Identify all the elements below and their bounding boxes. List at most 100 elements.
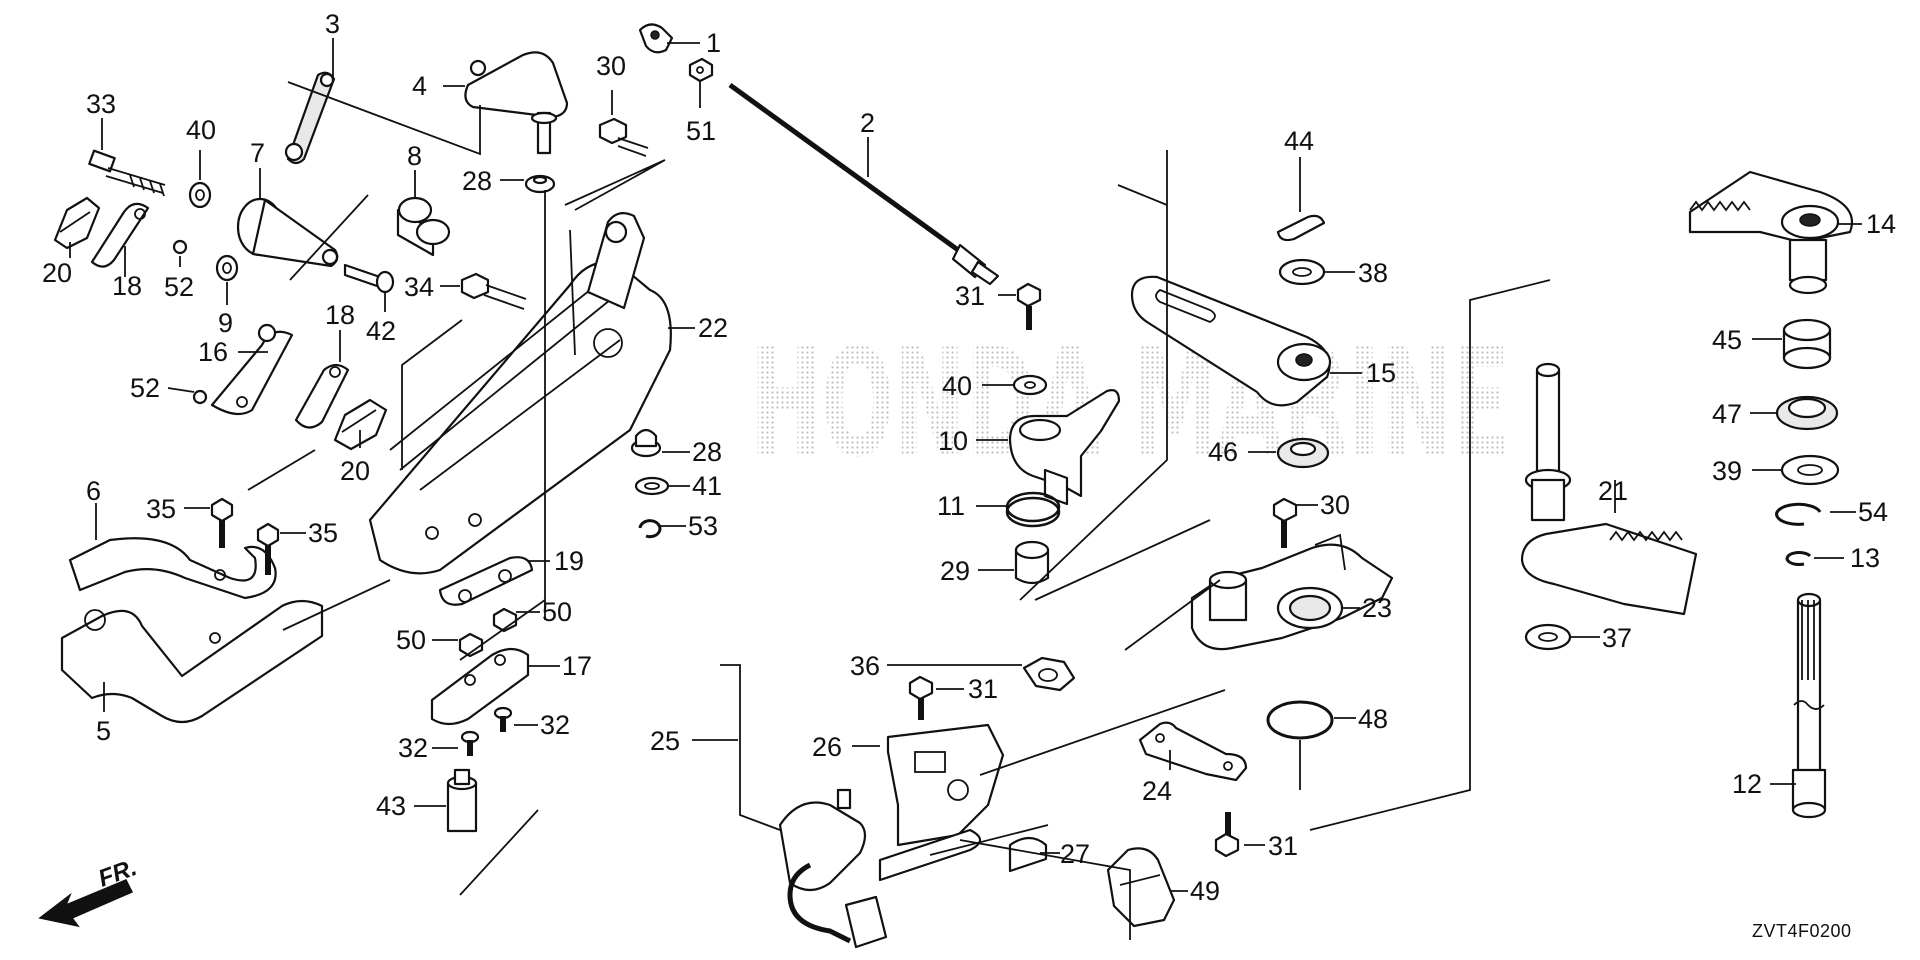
callout-31b: 31 (968, 674, 998, 704)
part-45-bushing (1782, 318, 1832, 370)
callout-24: 24 (1142, 776, 1172, 806)
callout-32: 32 (540, 710, 570, 740)
callout-16: 16 (198, 337, 228, 367)
callout-48: 48 (1358, 704, 1388, 734)
callout-39: 39 (1712, 456, 1742, 486)
part-42-pin (343, 263, 395, 294)
callout-12: 12 (1732, 769, 1762, 799)
callout-4: 4 (412, 71, 427, 101)
part-44-clip (1276, 214, 1326, 242)
callout-32b: 32 (398, 733, 428, 763)
callout-20: 20 (42, 258, 72, 288)
callout-53: 53 (688, 511, 718, 541)
callout-15: 15 (1366, 358, 1396, 388)
part-4-bracket (464, 51, 569, 155)
callout-50: 50 (542, 597, 572, 627)
part-33-bolt (88, 149, 166, 197)
callout-7: 7 (250, 138, 265, 168)
part-31-bolt-3 (908, 675, 934, 720)
part-11-spring (1005, 491, 1061, 528)
part-24-plate (1138, 721, 1248, 782)
callout-30b: 30 (1320, 490, 1350, 520)
part-35-bolt-2 (256, 522, 280, 575)
callout-14: 14 (1866, 209, 1896, 239)
callout-2: 2 (860, 108, 875, 138)
part-17-mount (430, 647, 530, 726)
callout-17: 17 (562, 651, 592, 681)
part-36-nut (1022, 656, 1076, 692)
part-10-bracket (1008, 389, 1121, 506)
callout-9: 9 (218, 308, 233, 338)
part-28-bushing-2 (630, 428, 662, 458)
callout-52: 52 (164, 272, 194, 302)
callout-44: 44 (1284, 126, 1314, 156)
diagram-code: ZVT4F0200 (1752, 921, 1852, 941)
part-30-bolt-2 (1272, 497, 1298, 548)
part-47-seal (1775, 395, 1839, 431)
callout-52b: 52 (130, 373, 160, 403)
callout-34: 34 (404, 272, 434, 302)
part-52-circlip (172, 239, 188, 255)
part-12-shaft (1791, 592, 1827, 819)
part-37-washer (1524, 623, 1572, 651)
callout-1: 1 (706, 28, 721, 58)
part-7-lever (236, 197, 339, 268)
callout-50b: 50 (396, 625, 426, 655)
part-50-nut-2 (458, 632, 484, 658)
callout-8: 8 (407, 141, 422, 171)
callout-28: 28 (462, 166, 492, 196)
part-20-clip (53, 196, 101, 250)
callout-6: 6 (86, 476, 101, 506)
part-28-bushing (524, 174, 556, 194)
leader-lines (247, 81, 1551, 940)
front-arrow-icon (38, 879, 134, 928)
callout-54: 54 (1858, 497, 1888, 527)
front-direction-indicator: FR. (38, 854, 140, 928)
part-2-rod (728, 82, 1000, 286)
part-46-bushing (1276, 437, 1330, 469)
callout-47: 47 (1712, 399, 1742, 429)
callout-26: 26 (812, 732, 842, 762)
callout-11: 11 (937, 491, 965, 521)
part-15-arm (1130, 275, 1332, 407)
part-40-washer (188, 181, 212, 209)
callout-18: 18 (112, 271, 142, 301)
part-51-nut (688, 57, 714, 83)
callout-35: 35 (146, 494, 176, 524)
part-27-clamp (1008, 836, 1048, 873)
callout-25: 25 (650, 726, 680, 756)
callout-46: 46 (1208, 437, 1238, 467)
part-26-bracket (878, 723, 1005, 882)
part-30-bolt (598, 117, 649, 157)
part-40-washer-2 (1012, 374, 1048, 396)
callout-22: 22 (698, 313, 728, 343)
part-18-joint-2 (294, 363, 350, 429)
part-32-screw-2 (460, 730, 480, 756)
callout-38: 38 (1358, 258, 1388, 288)
callout-31: 31 (955, 281, 985, 311)
part-5-plate (60, 537, 324, 724)
part-52-circlip-2 (192, 389, 208, 405)
callout-43: 43 (376, 791, 406, 821)
callout-42: 42 (366, 316, 396, 346)
part-20-clip-2 (333, 398, 388, 451)
part-23-housing (1190, 543, 1394, 651)
part-3-link (284, 71, 336, 165)
part-50-nut (492, 607, 518, 633)
part-8-collar (396, 196, 451, 257)
callout-35b: 35 (308, 518, 338, 548)
part-21-shaft (1520, 362, 1698, 616)
part-39-washer (1780, 454, 1840, 486)
callout-49: 49 (1190, 876, 1220, 906)
callout-41: 41 (692, 471, 722, 501)
part-32-screw (493, 706, 513, 732)
part-18-joint (90, 202, 150, 268)
callout-40b: 40 (942, 371, 972, 401)
callouts: 1 2 3 4 5 6 7 8 9 10 11 12 13 (42, 9, 1896, 906)
watermark: HONDA MARINE (750, 317, 1510, 491)
part-14-sector (1688, 170, 1853, 295)
callout-27: 27 (1060, 839, 1090, 869)
part-34-bolt (460, 272, 527, 310)
